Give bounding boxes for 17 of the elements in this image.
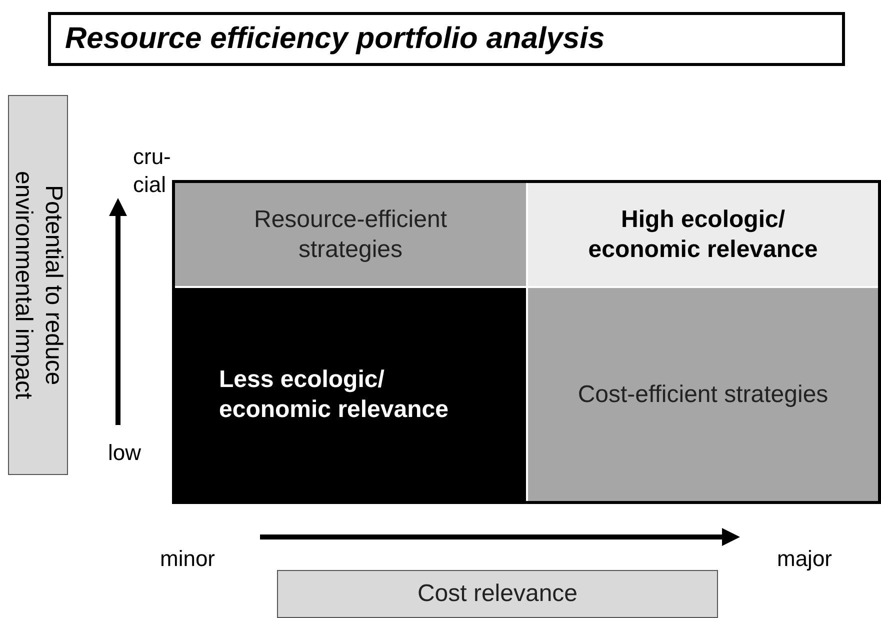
axis-end-label: low <box>108 440 142 466</box>
quadrant-label: Cost-efficient strategies <box>578 380 828 410</box>
quadrant-label: Resource-efficient strategies <box>253 204 448 264</box>
quadrant-cell <box>528 288 878 501</box>
axis-end-label: cru- cial <box>133 143 172 199</box>
axis-title-box <box>277 570 718 618</box>
axis-title: Potential to reduce environmental impact <box>9 170 68 402</box>
axis-end-label: major <box>777 546 832 572</box>
quadrant-cell <box>175 183 528 288</box>
quadrant-label: High ecologic/ economic relevance <box>587 204 819 264</box>
quadrant-cell <box>528 183 878 288</box>
quadrant-label: Less ecologic/ economic relevance <box>219 364 450 424</box>
title: Resource efficiency portfolio analysis <box>65 22 605 56</box>
axis-end-label: minor <box>160 546 216 572</box>
axis-title-box <box>8 95 68 475</box>
quadrant-cell <box>175 288 528 501</box>
quadrant-label: Cost relevance <box>417 579 578 609</box>
